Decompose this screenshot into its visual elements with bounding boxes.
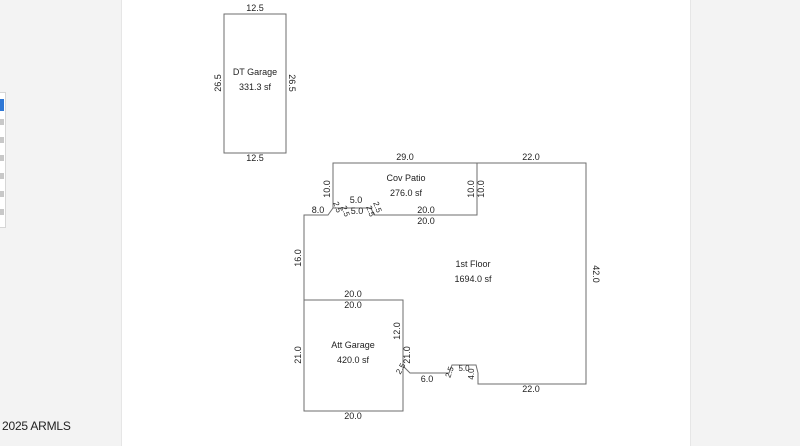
dim-garage-right-lower: 21.0 <box>402 346 412 364</box>
side-toolbar[interactable] <box>0 92 6 228</box>
dim-garage-top: 20.0 <box>344 289 362 299</box>
room-area-dt-garage: 331.3 sf <box>239 82 272 92</box>
dim-patio-bottom: 20.0 <box>417 205 435 215</box>
dim-patio-right-outer: 10.0 <box>476 180 486 198</box>
room-label-cov-patio: Cov Patio <box>386 173 425 183</box>
room-label-dt-garage: DT Garage <box>233 67 277 77</box>
dim-patio-notch-side-3: 2.5 <box>364 204 376 218</box>
dim-patio-notch-side-1: 2.5 <box>331 200 343 214</box>
toolbar-control[interactable] <box>0 155 4 161</box>
dim-floor-inner-top: 20.0 <box>417 216 435 226</box>
dim-patio-notch-bottom: 5.0 <box>351 206 364 216</box>
room-area-att-garage: 420.0 sf <box>337 355 370 365</box>
dim-garage-top-inner: 20.0 <box>344 300 362 310</box>
dim-floor-right: 42.0 <box>591 265 601 283</box>
dim-dt-left: 26.5 <box>213 74 223 92</box>
toolbar-control[interactable] <box>0 137 4 143</box>
dim-garage-right-upper: 12.0 <box>392 322 402 340</box>
dim-garage-left: 21.0 <box>293 346 303 364</box>
att-garage-outline <box>303 299 404 412</box>
dt-garage-outline <box>223 13 287 154</box>
cov-patio-outline <box>332 162 478 216</box>
dim-dt-bottom: 12.5 <box>246 153 264 163</box>
dim-dt-right: 26.5 <box>287 74 297 92</box>
dim-floor-upper-left-step: 8.0 <box>312 205 325 215</box>
toolbar-control[interactable] <box>0 191 4 197</box>
dim-bottom-notch-side-1: 2.5 <box>444 365 456 379</box>
dim-floor-bottom-right: 22.0 <box>522 384 540 394</box>
room-label-first-floor: 1st Floor <box>455 259 490 269</box>
drawing-page <box>121 0 691 446</box>
first-floor-outline <box>303 162 587 385</box>
toolbar-control[interactable] <box>0 173 4 179</box>
dim-dt-top: 12.5 <box>246 3 264 13</box>
copyright-footer: 2025 ARMLS <box>2 419 71 433</box>
dim-patio-top: 29.0 <box>396 152 414 162</box>
room-label-att-garage: Att Garage <box>331 340 375 350</box>
toolbar-control[interactable] <box>0 209 4 215</box>
toolbar-active-control[interactable] <box>0 99 4 111</box>
dim-garage-bottom: 20.0 <box>344 411 362 421</box>
dim-patio-notch-side-2: 2.5 <box>339 204 351 218</box>
dim-floor-bottom-mid: 6.0 <box>421 374 434 384</box>
dim-patio-notch-top: 5.0 <box>350 195 363 205</box>
dim-bottom-notch-side-2: 4.0 <box>467 368 476 380</box>
dim-bottom-notch-top: 5.0 <box>458 364 470 373</box>
dim-patio-left: 10.0 <box>322 180 332 198</box>
dim-patio-notch-side-4: 2.5 <box>371 200 383 214</box>
dim-floor-left: 16.0 <box>293 249 303 267</box>
room-area-cov-patio: 276.0 sf <box>390 188 423 198</box>
dim-floor-top-right: 22.0 <box>522 152 540 162</box>
toolbar-control[interactable] <box>0 119 4 125</box>
dim-patio-right-inner: 10.0 <box>466 180 476 198</box>
room-area-first-floor: 1694.0 sf <box>454 274 492 284</box>
